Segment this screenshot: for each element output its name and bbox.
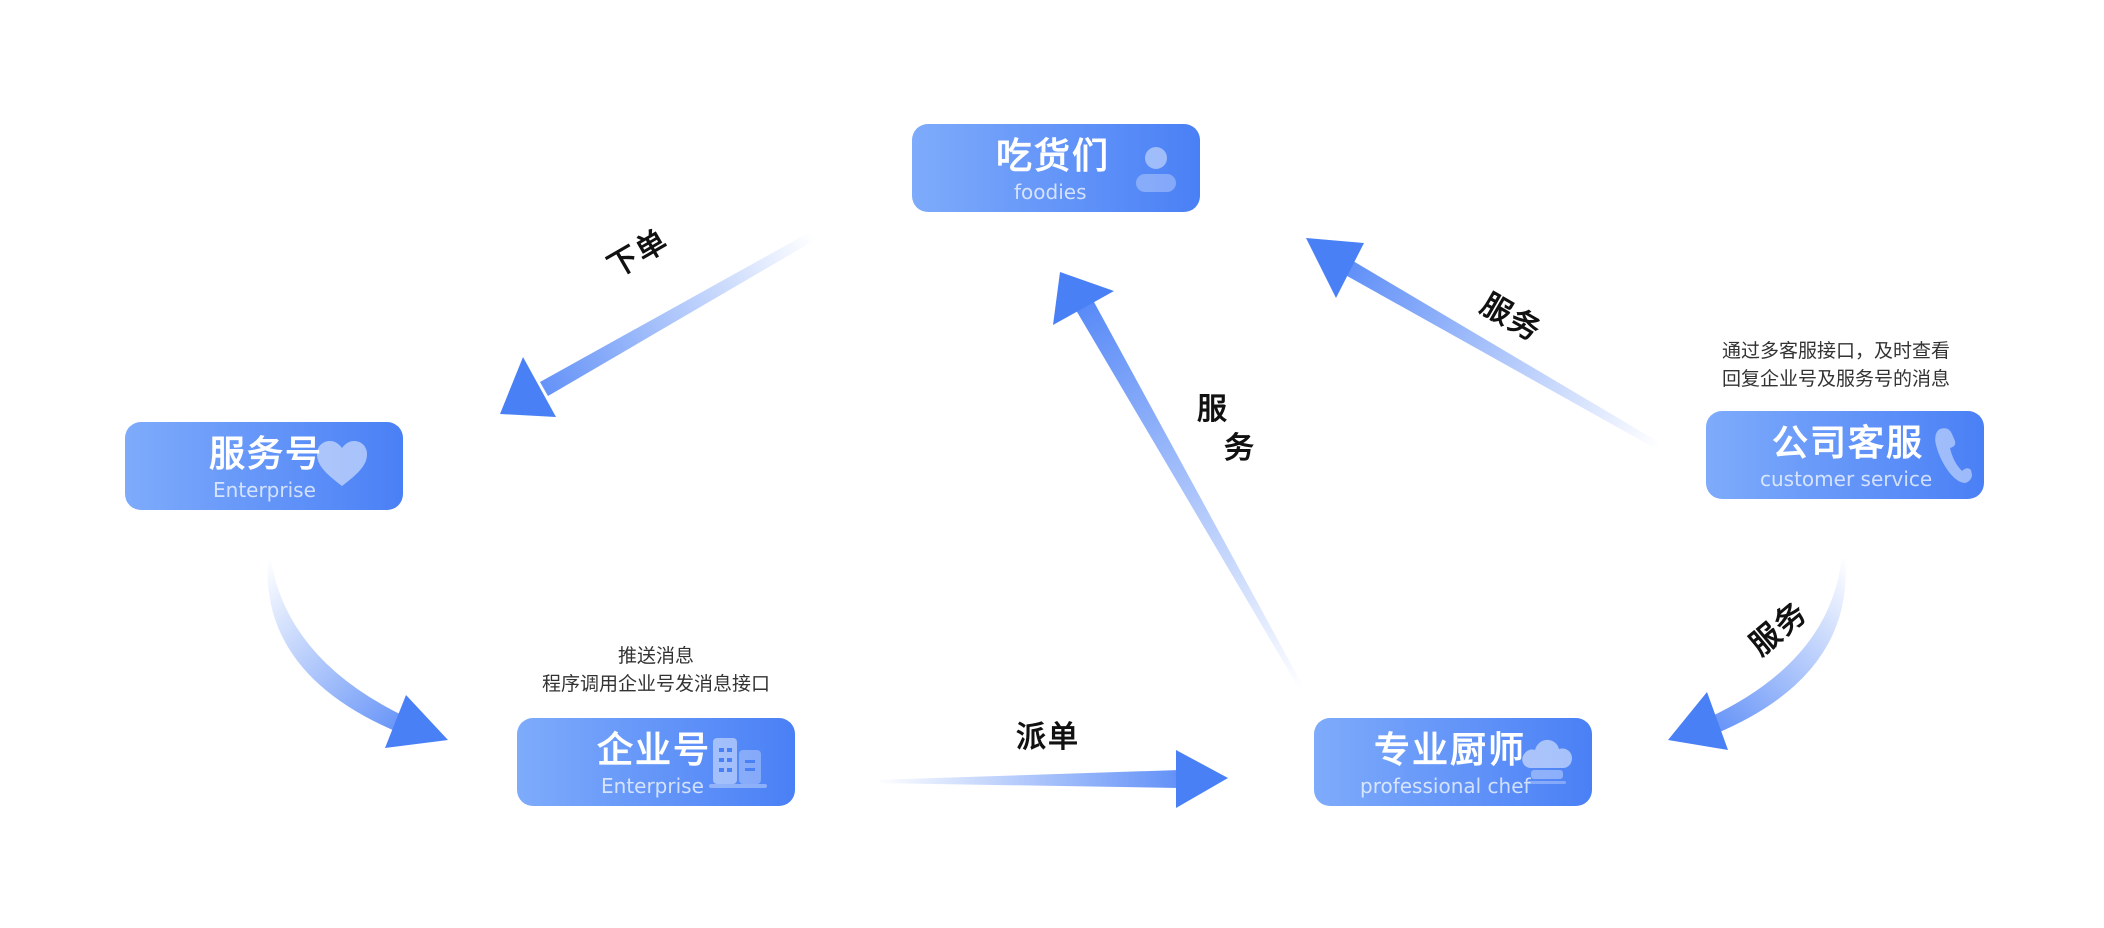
person-icon	[1136, 147, 1176, 192]
node-chef-subtitle: professional chef	[1360, 774, 1531, 798]
note-customer-service: 通过多客服接口，及时查看 回复企业号及服务号的消息	[1722, 337, 1950, 393]
node-customer-service-subtitle: customer service	[1760, 467, 1933, 491]
arrow-chef-to-foodies	[1053, 272, 1304, 690]
heart-icon	[317, 441, 367, 486]
node-chef[interactable]: 专业厨师 professional chef	[1314, 718, 1592, 806]
node-customer-service[interactable]: 公司客服 customer service	[1706, 411, 1984, 499]
phone-icon	[1935, 428, 1972, 483]
note-customer-service-line-1: 通过多客服接口，及时查看	[1722, 340, 1951, 362]
node-service-account-title: 服务号	[209, 434, 324, 475]
node-enterprise-title: 企业号	[597, 730, 712, 771]
arrow-service-to-enterprise	[267, 555, 448, 748]
node-foodies-subtitle: foodies	[1014, 180, 1087, 204]
arrow-cs-to-chef	[1668, 555, 1846, 750]
note-customer-service-line-2: 回复企业号及服务号的消息	[1722, 368, 1951, 390]
note-enterprise-line-2: 程序调用企业号发消息接口	[541, 673, 770, 695]
edge-label-service-mid-1: 服	[1197, 392, 1229, 427]
node-enterprise[interactable]: 企业号 Enterprise	[517, 718, 795, 806]
node-foodies[interactable]: 吃货们 foodies	[912, 124, 1200, 212]
chef-hat-icon	[1522, 739, 1572, 784]
edge-label-service-mid-2: 务	[1224, 431, 1256, 466]
node-foodies-title: 吃货们	[996, 136, 1111, 177]
node-enterprise-subtitle: Enterprise	[601, 774, 704, 798]
arrow-dispatch	[875, 750, 1228, 808]
node-customer-service-title: 公司客服	[1772, 423, 1925, 464]
building-icon	[709, 738, 767, 788]
note-enterprise-line-1: 推送消息	[617, 645, 694, 667]
edge-label-dispatch: 派单	[1016, 720, 1080, 755]
node-service-account-subtitle: Enterprise	[213, 478, 316, 502]
arrow-order	[500, 232, 815, 417]
node-chef-title: 专业厨师	[1374, 730, 1527, 771]
note-enterprise: 推送消息 程序调用企业号发消息接口	[534, 642, 778, 698]
node-service-account[interactable]: 服务号 Enterprise	[125, 422, 403, 510]
arrow-cs-to-foodies	[1306, 238, 1662, 450]
